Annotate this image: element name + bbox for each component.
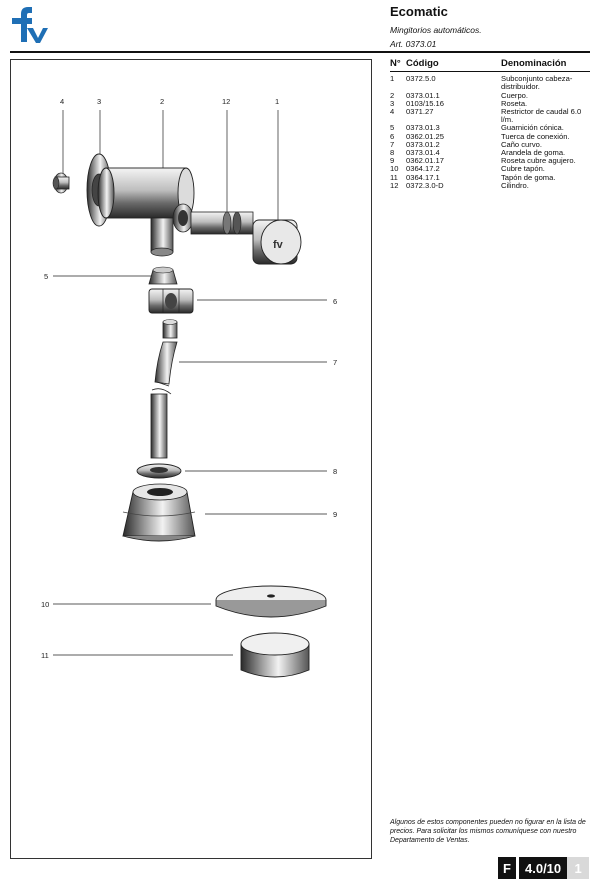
cell-description: Tapón de goma. <box>501 172 556 182</box>
exploded-view-frame: 4 3 2 12 1 5 10 11 6 7 8 9 <box>10 59 372 859</box>
cell-number: 11 <box>390 172 398 182</box>
parts-table: N° Código Denominación 1 0372.5.0 Subcon… <box>390 59 590 190</box>
table-row: 2 0373.01.1 Cuerpo. <box>390 90 590 100</box>
cell-code: 0362.01.25 <box>406 131 445 141</box>
cell-description: Arandela de goma. <box>501 148 566 158</box>
callout-5: 5 <box>44 272 48 281</box>
part-5-conical-gasket <box>148 266 178 285</box>
col-header-number: N° <box>390 59 406 73</box>
callout-10: 10 <box>41 600 49 609</box>
cell-code: 0372.5.0 <box>406 74 436 84</box>
table-row: 6 0362.01.25 Tuerca de conexión. <box>390 131 590 141</box>
cell-description: Subconjunto cabeza-distribuidor. <box>501 74 573 92</box>
footnote: Algunos de estos componentes pueden no f… <box>390 819 586 844</box>
cell-description: Roseta cubre agujero. <box>501 156 576 166</box>
table-row: 12 0372.3.0-D Cilindro. <box>390 180 590 190</box>
cell-code: 0373.01.3 <box>406 123 440 133</box>
cell-code: 0362.01.17 <box>406 156 445 166</box>
cell-code: 0371.27 <box>406 107 434 117</box>
exploded-view-drawing: 4 3 2 12 1 5 10 11 6 7 8 9 <box>41 97 337 678</box>
callout-2: 2 <box>160 97 164 106</box>
cell-description: Roseta. <box>501 98 528 108</box>
brand-logo: fv <box>12 7 48 43</box>
cell-number: 7 <box>390 139 395 149</box>
part-2-body <box>97 167 195 257</box>
page-letter: F <box>498 857 516 879</box>
table-row: 3 0103/15.16 Roseta. <box>390 98 590 108</box>
table-row: 9 0362.01.17 Roseta cubre agujero. <box>390 157 590 165</box>
cell-code: 0373.01.2 <box>406 139 440 149</box>
cell-number: 6 <box>390 131 395 141</box>
cell-description: Cuerpo. <box>501 90 529 100</box>
leader-lines <box>53 110 327 656</box>
cell-code: 0364.17.1 <box>406 172 440 182</box>
part-8-rubber-washer <box>136 463 182 479</box>
table-row: 8 0373.01.4 Arandela de goma. <box>390 148 590 158</box>
callout-6: 6 <box>333 297 337 306</box>
cell-number: 5 <box>390 123 395 133</box>
cell-code: 0373.01.4 <box>406 148 440 158</box>
callout-4: 4 <box>60 97 64 106</box>
callout-7: 7 <box>333 358 337 367</box>
cell-description: Guarnición cónica. <box>501 123 564 133</box>
table-header-row: N° Código Denominación <box>390 59 590 73</box>
callout-1: 1 <box>275 97 279 106</box>
cell-description: Restrictor de caudal 6.0 l/m. <box>501 107 582 125</box>
table-row: 10 0364.17.2 Cubre tapón. <box>390 165 590 173</box>
cell-number: 3 <box>390 98 395 108</box>
col-header-code: Código <box>406 59 501 73</box>
page-title: Ecomatic <box>390 4 448 19</box>
cell-number: 8 <box>390 148 395 158</box>
cell-description: Caño curvo. <box>501 139 542 149</box>
cell-code: 0373.01.1 <box>406 90 440 100</box>
part-7-curved-pipe <box>150 319 178 459</box>
cell-description: Cilindro. <box>501 180 529 190</box>
header-rule <box>10 51 590 53</box>
callout-3: 3 <box>97 97 101 106</box>
cell-number: 1 <box>390 74 395 84</box>
table-row: 11 0364.17.1 Tapón de goma. <box>390 172 590 182</box>
cell-code: 0372.3.0-D <box>406 180 444 190</box>
part-4-restrictor <box>52 172 70 194</box>
callout-9: 9 <box>333 510 337 519</box>
table-row: 1 0372.5.0 Subconjunto cabeza-distribuid… <box>390 72 590 92</box>
cell-number: 10 <box>390 164 399 174</box>
cell-number: 2 <box>390 90 395 100</box>
cell-number: 12 <box>390 180 399 190</box>
part-12-cylinder <box>190 211 254 235</box>
article-number: Art. 0373.01 <box>390 39 437 49</box>
cell-code: 0103/15.16 <box>406 98 445 108</box>
cell-number: 9 <box>390 156 395 166</box>
table-row: 4 0371.27 Restrictor de caudal 6.0 l/m. <box>390 107 590 125</box>
cell-description: Tuerca de conexión. <box>501 131 570 141</box>
callout-12: 12 <box>222 97 230 106</box>
table-row: 7 0373.01.2 Caño curvo. <box>390 139 590 149</box>
part-10-plug-cover <box>215 585 327 618</box>
callout-8: 8 <box>333 467 337 476</box>
page-badge: F 4.0/10 1 <box>498 857 590 879</box>
part-11-rubber-plug <box>240 632 310 678</box>
part-6-connection-nut <box>148 288 194 314</box>
page-subtitle: Mingitorios automáticos. <box>390 25 482 35</box>
table-row: 5 0373.01.3 Guarnición cónica. <box>390 124 590 132</box>
page-number: 1 <box>567 857 590 879</box>
part-1-head: fv <box>252 219 302 265</box>
col-header-description: Denominación <box>501 59 590 73</box>
callout-11: 11 <box>41 651 49 660</box>
part-9-rosette-cover <box>122 483 196 542</box>
cell-number: 4 <box>390 107 395 117</box>
cell-code: 0364.17.2 <box>406 164 440 174</box>
svg-text:fv: fv <box>273 239 284 251</box>
cell-description: Cubre tapón. <box>501 164 545 174</box>
page-section: 4.0/10 <box>519 857 568 879</box>
